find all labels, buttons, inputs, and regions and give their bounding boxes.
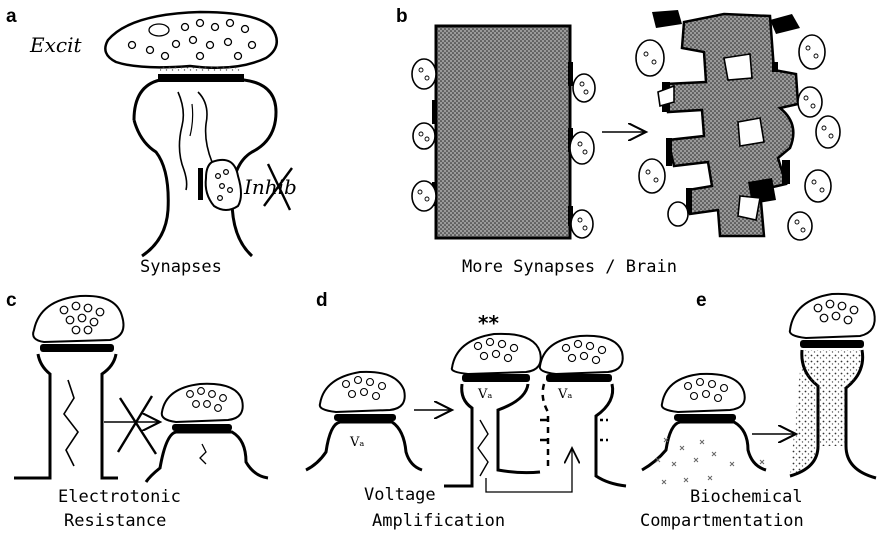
spine-c2 <box>146 432 268 482</box>
panel-a-letter: a <box>6 6 17 27</box>
panel-e-letter: e <box>696 290 707 311</box>
psd-d1 <box>334 414 396 421</box>
panel-b: b <box>396 6 840 277</box>
spine-c-left <box>14 354 50 478</box>
spine-c-right <box>102 354 118 478</box>
psd-d3 <box>546 374 612 382</box>
panel-c: c Electrotonic Resistance <box>6 290 268 531</box>
psd-e1 <box>674 414 736 421</box>
caption-d-line2: Amplification <box>372 511 505 531</box>
psd-b3 <box>568 62 573 86</box>
synaptic-cleft-a <box>160 66 240 72</box>
spine-apparatus-a3 <box>190 104 193 136</box>
channel-marks-d3b <box>600 420 608 440</box>
spine-a-left <box>134 120 168 256</box>
caption-e-line1: Biochemical <box>690 487 803 507</box>
caption-c-line2: Resistance <box>64 511 166 531</box>
small-zigzag-c2 <box>200 444 206 464</box>
spine-apparatus-a <box>178 92 187 190</box>
panel-d-letter: d <box>316 290 328 311</box>
caption-b: More Synapses / Brain <box>462 257 677 277</box>
caption-d-line1: Voltage <box>364 485 436 505</box>
panel-c-letter: c <box>6 290 17 311</box>
panel-e: e Biochemical Compartmentation <box>640 290 876 531</box>
psd-d2 <box>462 374 530 382</box>
psd-b1 <box>432 100 437 124</box>
excit-label: Excit <box>29 33 82 57</box>
spine-e1 <box>642 422 766 470</box>
dendrite-complex-b <box>664 14 798 236</box>
psd-e2 <box>800 340 864 348</box>
panel-d: d Vₐ ** Vₐ Vₐ <box>306 290 626 531</box>
caption-c-line1: Electrotonic <box>58 487 181 507</box>
spine-d3-left <box>543 384 548 470</box>
panel-b-letter: b <box>396 6 408 27</box>
va-label-d3: Vₐ <box>557 387 572 402</box>
presynaptic-bouton-d1 <box>320 372 405 412</box>
spine-d2-right <box>498 384 540 473</box>
inhibitory-bouton-a <box>206 160 241 210</box>
presynaptic-bouton-a <box>105 12 276 68</box>
presynaptic-bouton-e1 <box>662 374 745 412</box>
spine-a <box>134 80 276 256</box>
spine-d3-right <box>596 384 626 486</box>
resistance-zigzag-c <box>64 380 78 466</box>
inhibitory-psd-a <box>198 168 203 200</box>
stars-d: ** <box>478 311 499 335</box>
va-label-d1: Vₐ <box>349 435 364 450</box>
spine-apparatus-a2 <box>198 92 212 162</box>
va-label-d2: Vₐ <box>477 387 492 402</box>
zigzag-d2 <box>478 420 488 476</box>
caption-a: Synapses <box>140 257 222 277</box>
psd-c2 <box>172 424 232 431</box>
psd-c <box>40 344 114 352</box>
panel-a: a Excit Inhib Synapses <box>6 6 297 277</box>
presynaptic-bouton-d2 <box>452 334 541 374</box>
inhib-label: Inhib <box>243 175 297 199</box>
caption-e-line2: Compartmentation <box>640 511 804 531</box>
presynaptic-bouton-c2 <box>162 384 243 422</box>
cross-out-c <box>118 396 156 454</box>
dendrite-shaft-b <box>436 26 570 238</box>
spine-d2-left <box>444 384 472 486</box>
